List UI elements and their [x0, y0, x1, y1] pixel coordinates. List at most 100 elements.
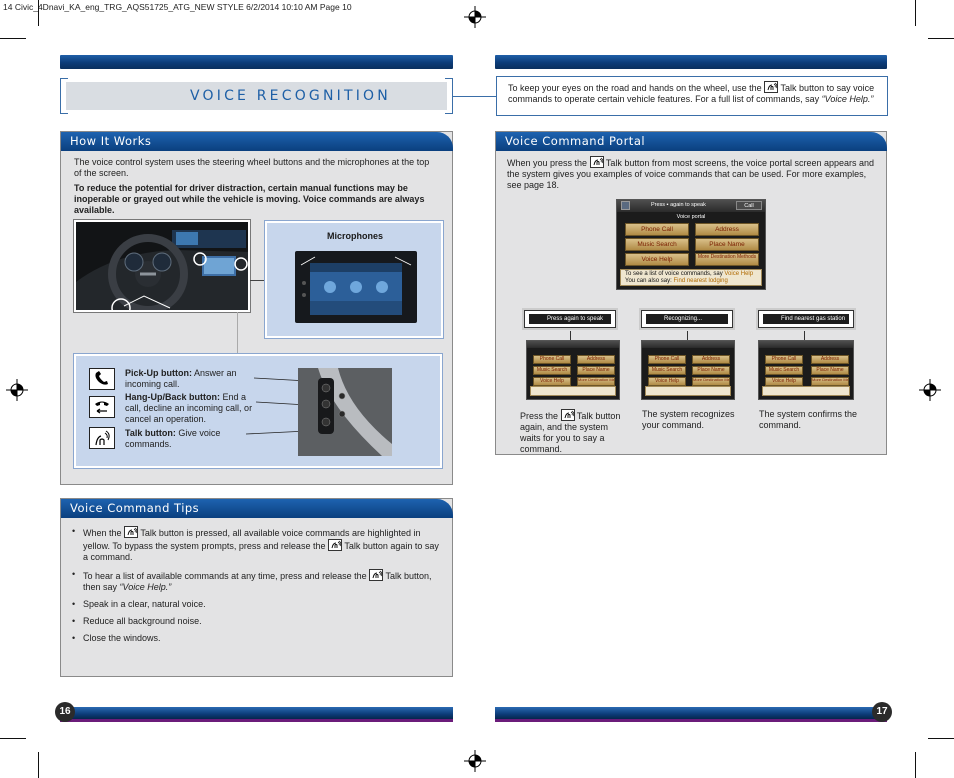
music-search-option[interactable]: Music Search [625, 238, 689, 251]
mini-option: Voice Help [533, 377, 571, 386]
hang-up-button-icon [89, 396, 115, 418]
screen-prompt: Press ▪ again to speak [651, 202, 706, 208]
caption-3: The system confirms the command. [759, 409, 858, 430]
hang-up-desc: Hang-Up/Back button: End a call, decline… [125, 392, 260, 425]
warning-paragraph: To reduce the potential for driver distr… [74, 183, 425, 215]
hint-text: You can also say: [625, 278, 672, 284]
intro-text-cont: Talk button to say voice commands to ope… [508, 83, 875, 104]
voice-help-option[interactable]: Voice Help [625, 253, 689, 266]
microphones-label: Microphones [326, 231, 383, 241]
mini-screen: Phone Call Address Music Search Place Na… [526, 340, 620, 400]
place-name-option[interactable]: Place Name [695, 238, 759, 251]
mini-option: Voice Help [765, 377, 803, 386]
talk-desc: Talk button: Give voice commands. [125, 428, 245, 450]
tip-item: Close the windows. [72, 633, 442, 644]
voice-command-portal-panel: Voice Command Portal When you press the … [495, 131, 887, 455]
registration-mark-icon [6, 379, 28, 401]
talk-button-icon [560, 409, 575, 421]
callout-text: Find nearest gas station [781, 316, 846, 322]
mini-option: Address [692, 355, 730, 364]
caption-2: The system recognizes your command. [642, 409, 735, 430]
mini-option: Music Search [533, 366, 571, 375]
title-frame: VOICE RECOGNITION [60, 78, 453, 114]
pick-up-desc: Pick-Up button: Answer an incoming call. [125, 368, 255, 390]
button-name: Pick-Up button: [125, 368, 192, 378]
callout-text: Press again to speak [547, 316, 604, 322]
portal-text-a: When you press the [507, 158, 588, 168]
tip-text: When the [83, 528, 122, 538]
section-heading: How It Works [70, 134, 152, 148]
step-screen-2: Recognizing... Phone Call Address Music … [637, 308, 737, 402]
step-screen-3: Find nearest gas station Phone Call Addr… [754, 308, 854, 402]
mini-option: Place Name [577, 366, 615, 375]
section-heading: Voice Command Tips [70, 501, 200, 515]
callout-text: Recognizing... [664, 316, 703, 322]
callout-line [570, 331, 571, 340]
voice-portal-screen: Press ▪ again to speak Call Voice portal… [616, 199, 766, 290]
bottom-bar-left [60, 707, 453, 722]
screen-photo [295, 251, 417, 323]
pick-up-button-icon [89, 368, 115, 390]
mini-option: Phone Call [533, 355, 571, 364]
voice-icon [621, 201, 630, 210]
page-number-right: 17 [872, 702, 892, 722]
button-desc: Answer an incoming call. [125, 368, 237, 389]
talk-button-icon [589, 156, 604, 168]
crop-mark [38, 0, 39, 26]
mini-option: Voice Help [648, 377, 686, 386]
cancel-button[interactable]: Call [736, 201, 762, 210]
crop-mark [0, 38, 26, 39]
intro-text: To keep your eyes on the road and hands … [508, 83, 762, 93]
screen-hint: To see a list of voice commands, say Voi… [620, 269, 762, 286]
steering-wheel-photo [298, 368, 392, 456]
tip-item: Speak in a clear, natural voice. [72, 599, 442, 610]
title-connector-line [453, 96, 496, 97]
mini-option: More Destination Methods [692, 377, 730, 386]
tip-item: To hear a list of available commands at … [72, 569, 442, 593]
intro-box: To keep your eyes on the road and hands … [496, 76, 888, 116]
mini-option: Music Search [765, 366, 803, 375]
button-name: Talk button: [125, 428, 176, 438]
mini-option: More Destination Methods [811, 377, 849, 386]
microphones-box: Microphones [264, 220, 444, 339]
talk-button-icon [764, 81, 779, 93]
mini-screen: Phone Call Address Music Search Place Na… [758, 340, 854, 400]
talk-button-icon [327, 539, 342, 551]
crop-mark [0, 738, 26, 739]
mini-option: Phone Call [765, 355, 803, 364]
button-desc: Give voice commands. [125, 428, 221, 449]
mini-option: Music Search [648, 366, 686, 375]
file-header-line: 14 Civic_4Dnavi_KA_eng_TRG_AQS51725_ATG_… [3, 2, 352, 12]
prompt-text: Press [651, 202, 666, 208]
talk-button-icon [369, 569, 384, 581]
prompt-text: again to speak [670, 202, 706, 208]
crop-mark [915, 752, 916, 778]
hint-text: To see a list of voice commands, say [625, 271, 723, 277]
mini-hint [530, 386, 616, 396]
mini-option: Address [577, 355, 615, 364]
top-bar-right [495, 55, 887, 69]
page-number-left: 16 [55, 702, 75, 722]
page-title: VOICE RECOGNITION [190, 88, 391, 104]
crop-mark [928, 38, 954, 39]
talk-button-icon [89, 427, 115, 449]
mini-hint [645, 386, 731, 396]
caption-1: Press the Talk button again, and the sys… [520, 409, 624, 455]
more-destination-option[interactable]: More Destination Methods [695, 253, 759, 266]
bottom-bar-right [495, 707, 887, 722]
mini-option: Address [811, 355, 849, 364]
registration-mark-icon [464, 6, 486, 28]
phone-call-option[interactable]: Phone Call [625, 223, 689, 236]
section-heading: Voice Command Portal [505, 134, 646, 148]
callout-line [804, 331, 805, 340]
address-option[interactable]: Address [695, 223, 759, 236]
caption-text: Talk button again, and the system waits … [520, 411, 621, 454]
mini-screen: Phone Call Address Music Search Place Na… [641, 340, 735, 400]
tip-text: Talk button, then say [83, 571, 432, 592]
steering-buttons-box: Pick-Up button: Answer an incoming call.… [73, 353, 443, 469]
tip-text: To hear a list of available commands at … [83, 571, 367, 581]
hint-highlight: Find nearest lodging [673, 278, 728, 284]
connector-line [250, 280, 265, 281]
how-it-works-text: The voice control system uses the steeri… [74, 157, 434, 216]
portal-text-b: Talk button from most screens, the voice… [507, 158, 875, 190]
